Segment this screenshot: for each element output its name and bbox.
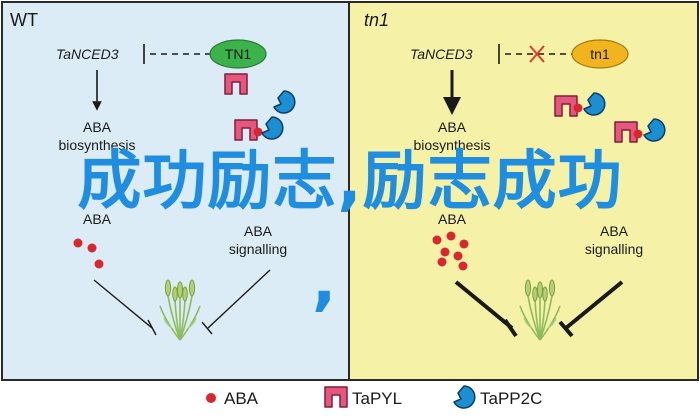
wt-aba-dot	[73, 238, 83, 248]
wt-aba-dot	[94, 259, 104, 269]
tn1-inhibition-left	[454, 280, 514, 330]
tn1-aba-dot	[459, 239, 469, 249]
tn1-panel-background	[348, 1, 699, 381]
wt-biosynthesis-line2: biosynthesis	[58, 137, 135, 153]
tn1-inhibition-bar-right	[558, 320, 574, 338]
tn1-aba-dot	[458, 261, 468, 271]
legend-tapp2c-icon	[453, 385, 476, 409]
tn1-mutant-oval	[571, 39, 629, 69]
wt-signalling-line1: ABA	[244, 223, 273, 239]
legend-tapp2c-label: TaPP2C	[480, 389, 542, 408]
tn1-biosynthesis-line2: biosynthesis	[413, 137, 490, 153]
watermark-overlay-text: 成功励志,励志成功	[77, 145, 623, 219]
tn1-aba-dot	[437, 257, 447, 267]
tn1-panel-title: tn1	[364, 10, 389, 30]
tn1-mutant-label: tn1	[590, 46, 610, 62]
wt-gene-label: TaNCED3	[56, 46, 119, 62]
tn1-aba-dot	[573, 103, 583, 113]
tn1-aba-dot	[453, 251, 463, 261]
tn1-aba-dot	[446, 231, 456, 241]
wt-inhibition-bar-left	[147, 319, 157, 336]
legend-tapyl-icon	[324, 386, 348, 408]
wt-panel-background	[1, 1, 350, 381]
legend-aba-dot-icon	[206, 393, 216, 403]
tn1-aba-dot	[633, 129, 643, 139]
legend-tapyl-label: TaPYL	[352, 389, 402, 408]
wt-panel-title: WT	[10, 10, 38, 30]
broken-link-cross-icon	[529, 45, 545, 63]
wt-tn1-oval	[209, 39, 267, 69]
wt-tn1-label: TN1	[225, 46, 252, 62]
wt-aba-dot	[253, 127, 263, 137]
legend-aba-label: ABA	[224, 389, 259, 408]
wt-aba-dot	[87, 243, 97, 253]
wt-biosynthesis-line1: ABA	[83, 119, 112, 135]
wt-inhibition-left	[93, 279, 153, 329]
wt-inhibition-bar-right	[201, 321, 213, 335]
tn1-signalling-line1: ABA	[600, 223, 629, 239]
wt-aba-label: ABA	[83, 211, 112, 227]
watermark-overlay-comma: ,	[312, 245, 337, 319]
tn1-inhibition-right	[564, 280, 624, 330]
tn1-biosynthesis-line1: ABA	[438, 119, 467, 135]
tn1-aba-dot	[432, 235, 442, 245]
wt-inhibition-right	[207, 269, 271, 329]
tn1-aba-label: ABA	[438, 211, 467, 227]
tn1-aba-dot	[440, 247, 450, 257]
wt-signalling-line2: signalling	[229, 241, 287, 257]
tn1-inhibition-bar-left	[503, 318, 518, 338]
tn1-gene-label: TaNCED3	[410, 46, 473, 62]
tn1-signalling-line2: signalling	[585, 241, 643, 257]
